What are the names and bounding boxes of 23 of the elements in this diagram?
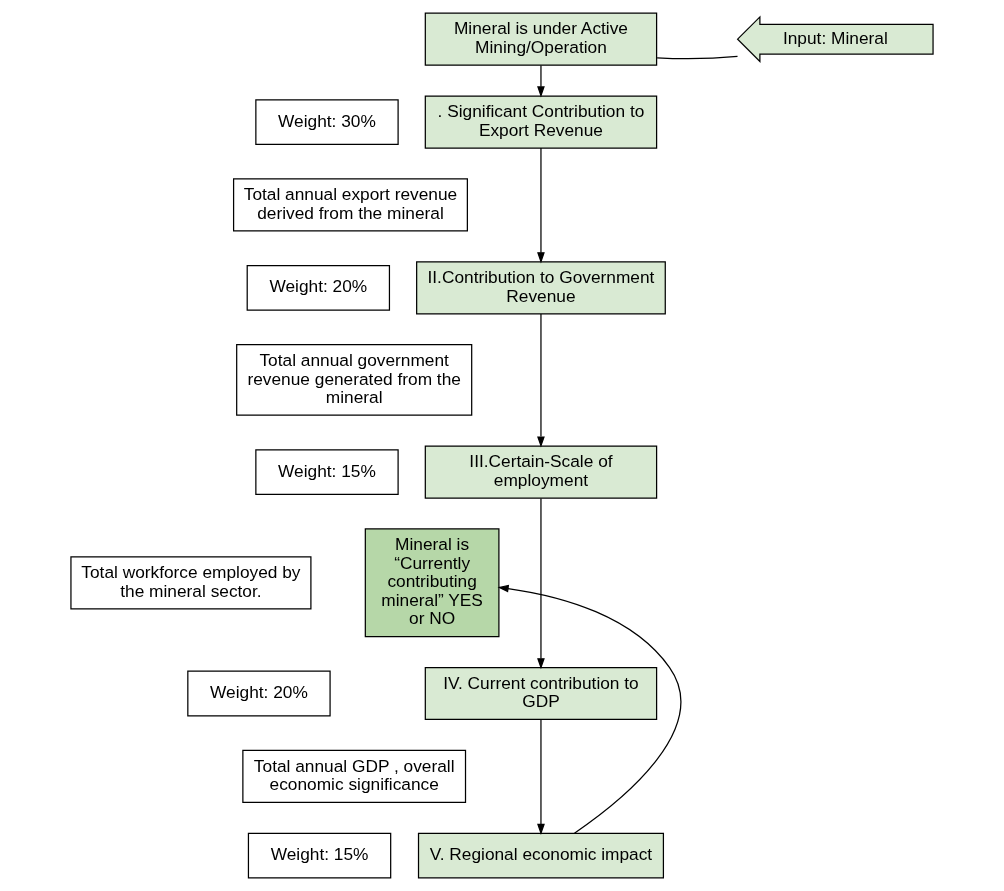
node-box: . Significant Contribution to Export Revenue: [424, 95, 658, 149]
arrow: [537, 64, 545, 98]
node-box: IV. Current contribution to GDP: [424, 666, 658, 721]
arrow: [537, 313, 545, 448]
node-box: II.Contribution to Government Revenue: [416, 261, 666, 315]
node-box: Total annual GDP , overall economic significance: [242, 749, 467, 803]
node-box: Total workforce employed by the mineral sector.: [70, 556, 312, 610]
node-box: III.Certain-Scale of employment: [424, 445, 658, 499]
node-box: Total annual export revenue derived from the mineral: [233, 178, 468, 232]
node-box: Total annual government revenue generated from the mineral: [236, 344, 473, 416]
node-box: Weight: 15%: [255, 449, 399, 495]
node-box: Weight: 20%: [187, 670, 331, 717]
arrow: [537, 497, 545, 670]
node-box: Mineral is “Currently contributing mineral” YES or NO: [364, 528, 500, 638]
node-box: Weight: 15%: [247, 832, 392, 879]
arrow: [537, 147, 545, 264]
node-box: Weight: 20%: [246, 264, 391, 311]
connector: [656, 55, 739, 60]
node-box: Mineral is under Active Mining/Operation: [424, 12, 658, 66]
node-box: V. Regional economic impact: [417, 832, 665, 879]
arrow: [537, 719, 545, 835]
node-box: Weight: 30%: [255, 99, 399, 145]
arrow: [497, 584, 682, 834]
